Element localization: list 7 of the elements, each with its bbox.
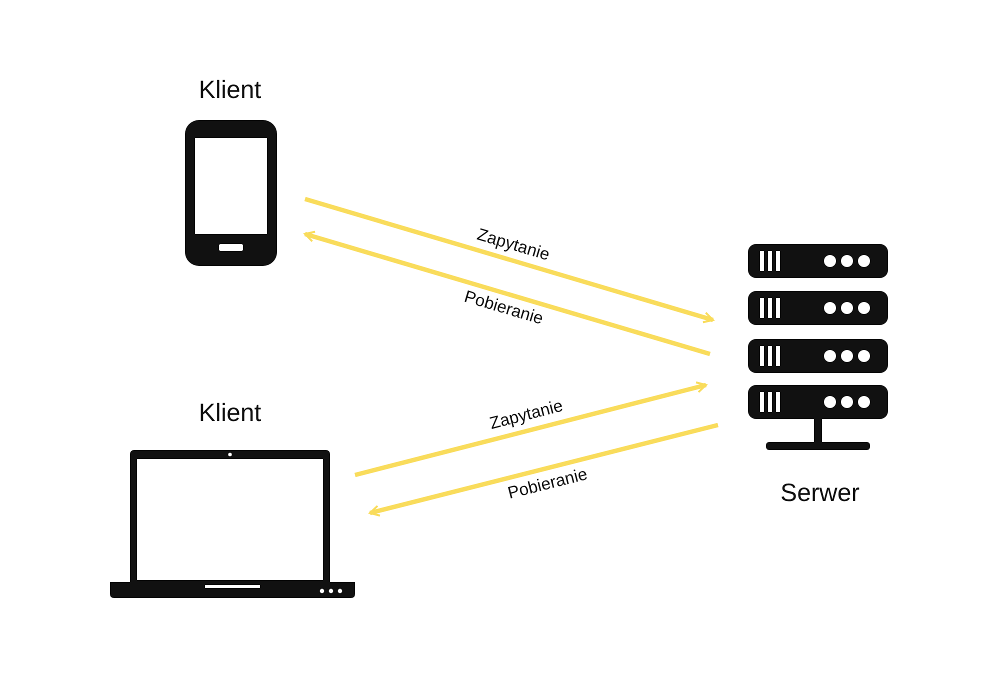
arrow xyxy=(369,422,719,517)
node-label: Serwer xyxy=(779,478,861,508)
node-label: Klient xyxy=(198,75,262,105)
arrow xyxy=(354,381,707,478)
node-label: Klient xyxy=(198,398,262,428)
arrow xyxy=(304,230,711,356)
arrow xyxy=(304,196,714,324)
